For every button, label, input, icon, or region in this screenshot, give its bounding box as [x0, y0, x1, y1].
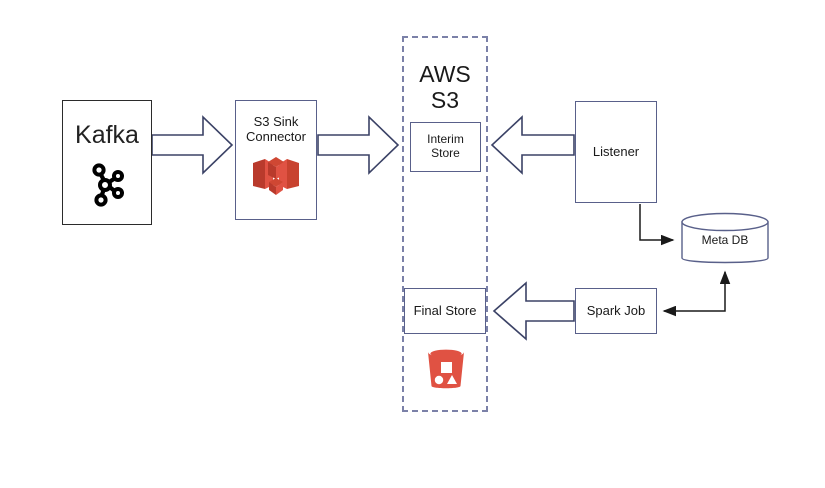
interim-store-label-line1: Interim: [427, 132, 464, 147]
node-meta-db-label: Meta DB: [701, 233, 749, 247]
node-spark-job[interactable]: Spark Job: [575, 288, 657, 334]
aws-s3-group-title: AWS S3: [402, 61, 488, 114]
s3-sink-label-line2: Connector: [246, 128, 306, 144]
interim-store-label-line2: Store: [431, 146, 460, 160]
connector-s3sink-to-interim: [317, 115, 400, 175]
node-kafka-label: Kafka: [75, 121, 139, 149]
node-listener[interactable]: Listener: [575, 101, 657, 203]
s3-bucket-icon: [424, 344, 468, 392]
node-final-store[interactable]: Final Store: [404, 288, 486, 334]
connector-listener-to-interim: [490, 115, 575, 175]
node-meta-db[interactable]: [680, 212, 770, 268]
node-s3-sink-connector-label: S3 Sink Connector: [246, 114, 306, 145]
aws-s3-group-container: [402, 36, 488, 412]
connector-kafka-to-s3sink: [151, 115, 234, 175]
kafka-logo-icon: [84, 162, 130, 213]
node-final-store-label: Final Store: [413, 302, 477, 318]
aws-s3-title-line1: AWS: [419, 61, 471, 87]
connector-sparkjob-to-final: [492, 281, 575, 341]
connector-listener-to-metadb: [639, 204, 675, 246]
s3-sink-label-line1: S3 Sink: [253, 114, 299, 129]
node-interim-store-label: Interim Store: [427, 132, 464, 161]
node-kafka[interactable]: Kafka: [62, 100, 152, 225]
connector-metadb-sparkjob: [662, 270, 731, 317]
node-spark-job-label: Spark Job: [586, 302, 646, 318]
node-listener-label: Listener: [592, 143, 640, 159]
aws-s3-title-line2: S3: [430, 86, 460, 113]
node-s3-sink-connector[interactable]: S3 Sink Connector: [235, 100, 317, 220]
node-interim-store[interactable]: Interim Store: [410, 122, 481, 172]
aws-s3-cube-icon: [251, 155, 301, 202]
